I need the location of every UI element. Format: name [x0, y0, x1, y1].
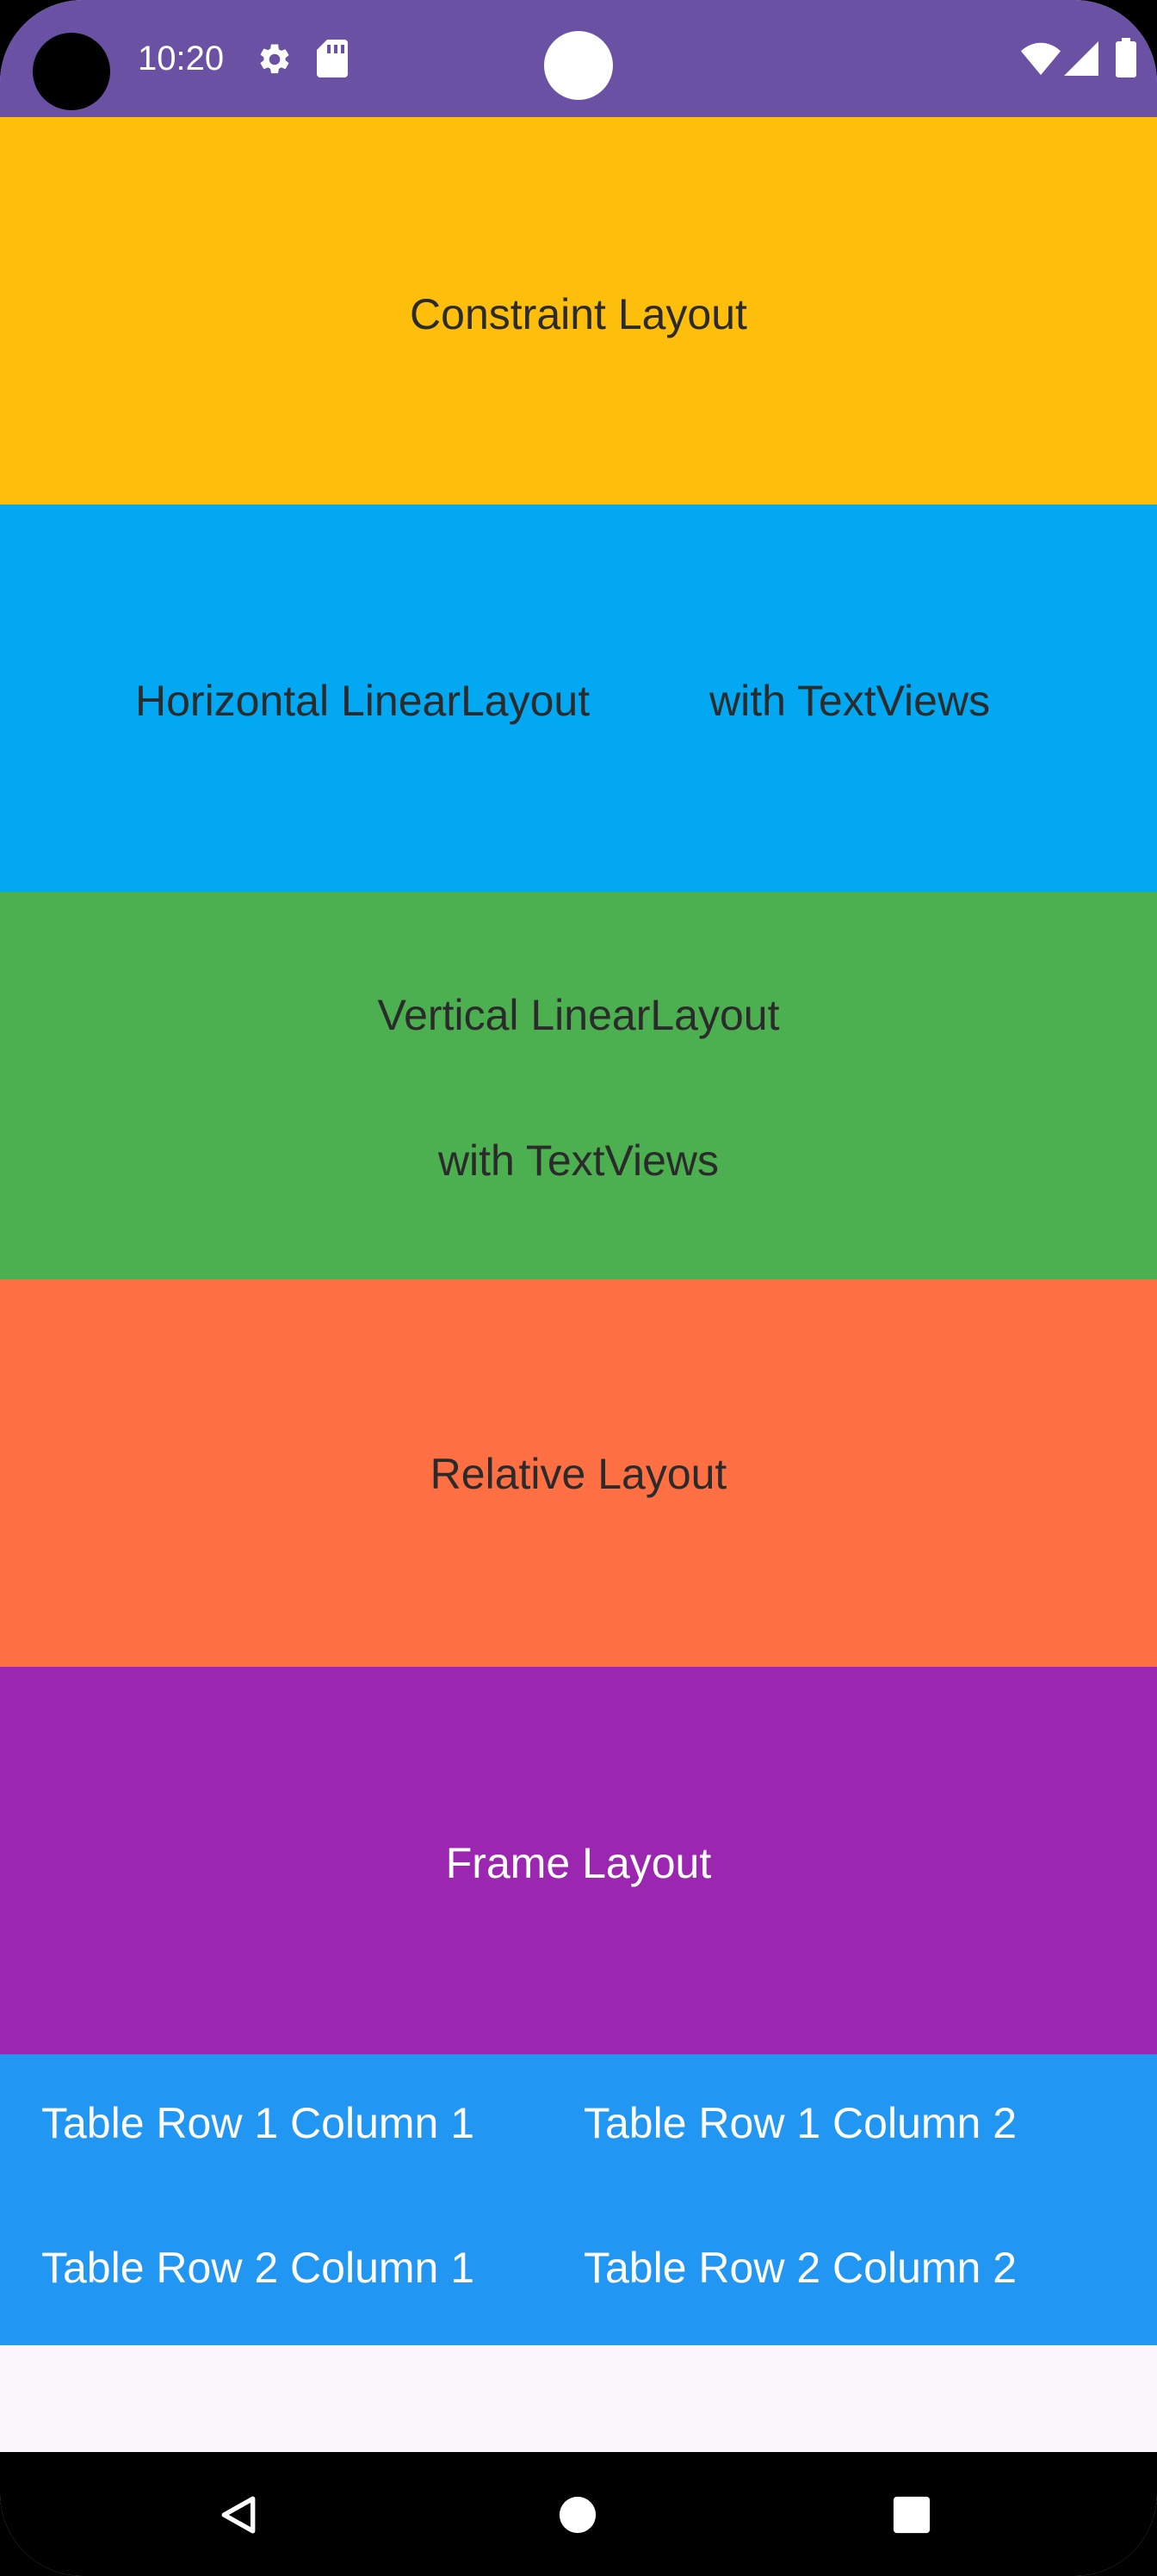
gear-icon [260, 44, 289, 74]
table-cell: Table Row 2 Column 2 [584, 2244, 1018, 2292]
horizontal-label-1: Horizontal LinearLayout [135, 677, 591, 725]
constraint-layout-label: Constraint Layout [410, 290, 747, 338]
vertical-label-1: Vertical LinearLayout [377, 991, 780, 1039]
constraint-layout-section: Constraint Layout [0, 117, 1157, 505]
front-sensor [544, 31, 613, 100]
status-time: 10:20 [138, 40, 225, 77]
horizontal-label-2: with TextViews [709, 677, 991, 725]
vertical-label-2: with TextViews [437, 1136, 720, 1185]
table-cell: Table Row 2 Column 1 [41, 2244, 475, 2292]
table-cell: Table Row 1 Column 2 [584, 2099, 1018, 2147]
horizontal-linear-layout-section: Horizontal LinearLayout with TextViews [0, 505, 1157, 892]
vertical-linear-layout-section: Vertical LinearLayout with TextViews [0, 892, 1157, 1279]
frame-layout-section: Frame Layout [0, 1667, 1157, 2054]
navigation-bar [0, 2452, 1157, 2576]
wifi-icon [1021, 42, 1061, 76]
table-layout-section: Table Row 1 Column 1 Table Row 1 Column … [0, 2054, 1157, 2345]
table-cell: Table Row 1 Column 1 [41, 2099, 475, 2147]
sd-card-icon [317, 40, 348, 77]
relative-layout-label: Relative Layout [430, 1450, 727, 1498]
status-bar: 10:20 [0, 0, 1157, 117]
recents-icon[interactable] [892, 2495, 931, 2535]
battery-icon [1116, 38, 1136, 77]
relative-layout-section: Relative Layout [0, 1279, 1157, 1667]
back-icon[interactable] [217, 2493, 260, 2536]
camera-cutout [33, 33, 110, 110]
home-icon[interactable] [558, 2495, 597, 2535]
signal-icon [1064, 41, 1098, 76]
frame-layout-label: Frame Layout [445, 1839, 712, 1887]
